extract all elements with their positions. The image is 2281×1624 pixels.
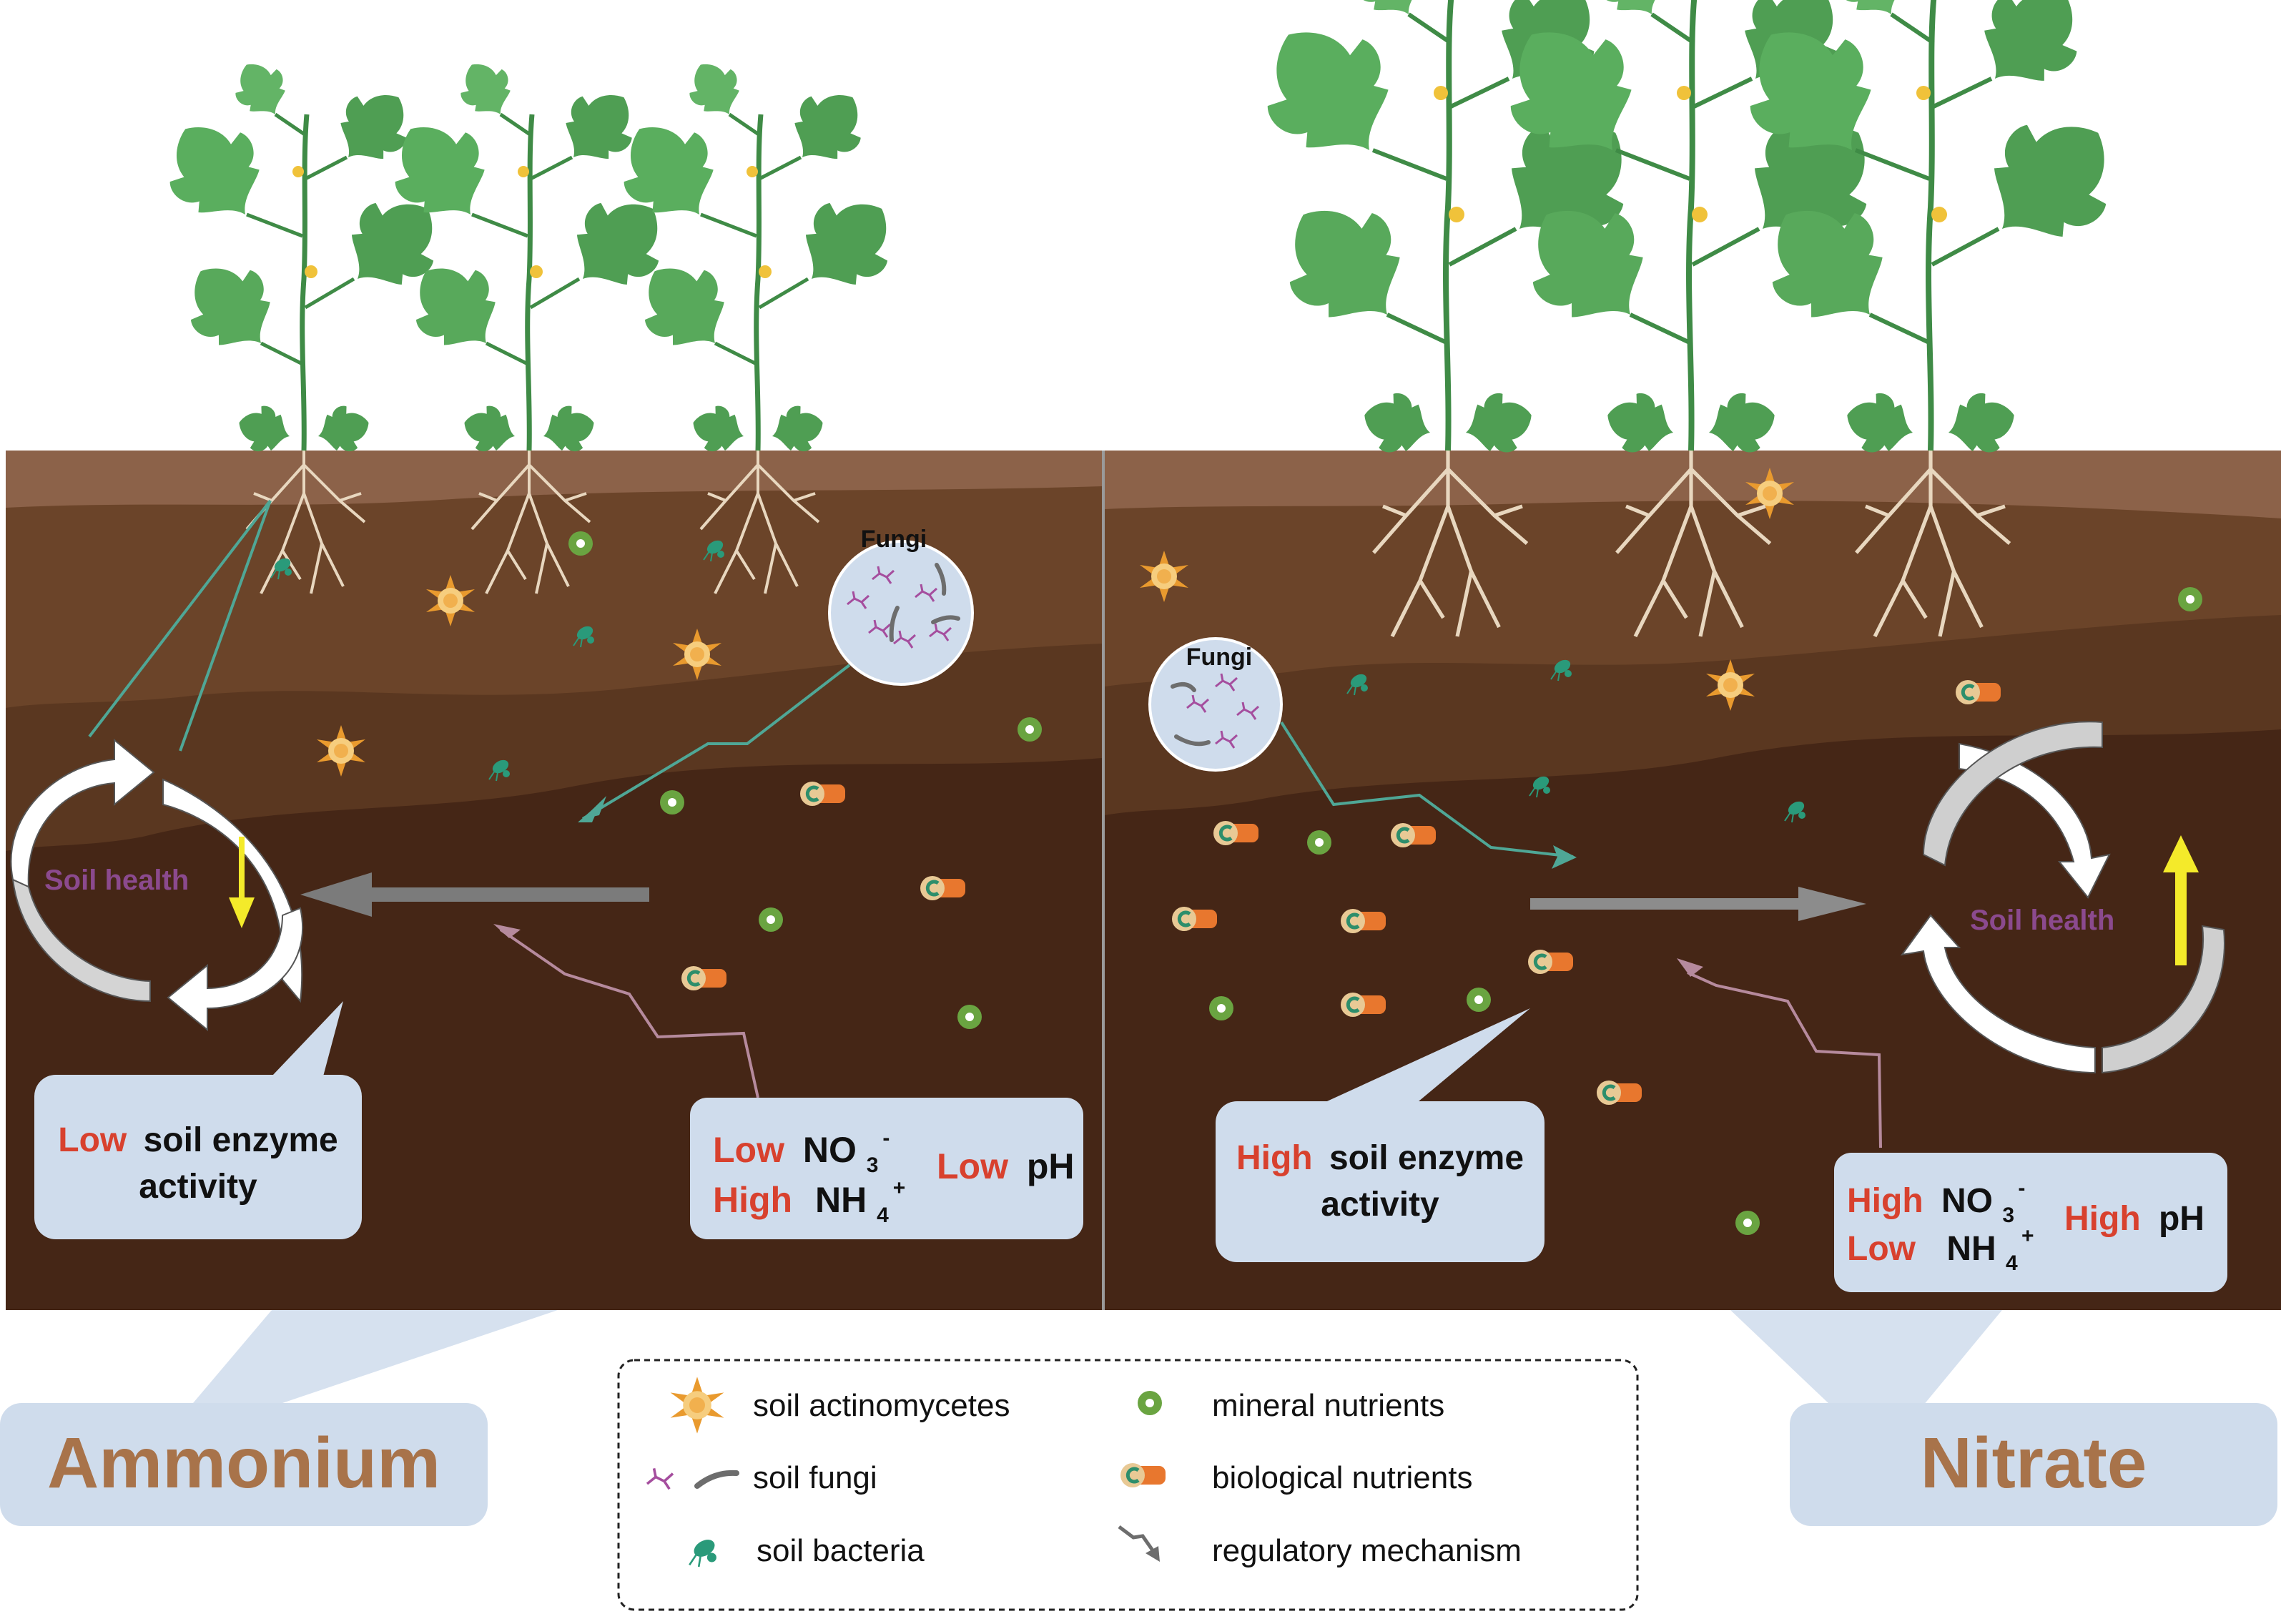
legend-item-bacteria: soil bacteria xyxy=(688,1533,925,1568)
mineral-nutrient-icon xyxy=(1467,988,1491,1012)
left-chemistry-box: Low NO 3 - High NH 4 + Low pH xyxy=(690,1098,1083,1239)
biological-nutrient-icon xyxy=(1341,993,1386,1017)
right-soil-health-cycle: Soil health xyxy=(1900,721,2225,1074)
left-teal-lines xyxy=(88,499,851,822)
left-mauve-line xyxy=(493,924,759,1098)
biological-nutrient-icon xyxy=(1597,1081,1642,1105)
svg-text:biological nutrients: biological nutrients xyxy=(1212,1460,1472,1495)
biological-nutrient-icon xyxy=(920,876,965,900)
mineral-nutrient-icon xyxy=(568,531,593,556)
svg-text:soil bacteria: soil bacteria xyxy=(757,1533,925,1568)
ammonium-label-box: Ammonium xyxy=(0,1310,558,1526)
mineral-nutrient-icon xyxy=(1307,830,1331,855)
left-fungi-bubble: Fungi xyxy=(828,526,974,686)
right-enzyme-text-line2: activity xyxy=(1321,1186,1439,1224)
left-nh4-line: High NH 4 + xyxy=(713,1176,905,1230)
left-enzyme-text-line2: activity xyxy=(139,1168,257,1206)
biological-nutrient-icon xyxy=(1391,823,1436,847)
regulatory-arrow-icon xyxy=(1118,1525,1155,1552)
biological-nutrient-icon xyxy=(1172,907,1217,931)
right-enzyme-text-line1: High soil enzyme xyxy=(1236,1139,1524,1177)
mineral-nutrient-icon xyxy=(1209,996,1233,1020)
right-no3-line: High NO 3 - xyxy=(1847,1176,2025,1230)
left-soil-health-cycle: Soil health xyxy=(10,738,304,1032)
ammonium-label: Ammonium xyxy=(47,1423,440,1503)
right-enzyme-callout: High soil enzyme activity xyxy=(1216,1008,1545,1262)
left-ph-line: Low pH xyxy=(937,1146,1075,1186)
right-mauve-line xyxy=(1677,958,1882,1148)
mineral-nutrient-icon xyxy=(1018,717,1042,742)
biological-nutrient-icon xyxy=(1120,1463,1166,1487)
nitrate-label: Nitrate xyxy=(1921,1423,2147,1503)
left-direction-arrow xyxy=(300,872,649,917)
right-ph-line: High pH xyxy=(2064,1200,2204,1238)
mineral-nutrient-icon xyxy=(2178,587,2202,611)
left-fungi-label: Fungi xyxy=(861,526,927,553)
right-teal-line xyxy=(1280,721,1577,869)
left-no3-line: Low NO 3 - xyxy=(713,1126,890,1180)
svg-text:soil fungi: soil fungi xyxy=(753,1460,877,1495)
left-enzyme-callout: Low soil enzyme activity xyxy=(34,1001,362,1239)
right-direction-arrow xyxy=(1530,887,1866,921)
biological-nutrient-icon xyxy=(1213,821,1258,845)
left-soil-health-label: Soil health xyxy=(44,865,189,896)
right-chemistry-box: High NO 3 - Low NH 4 + High pH xyxy=(1834,1153,2227,1292)
svg-text:soil actinomycetes: soil actinomycetes xyxy=(753,1388,1010,1423)
biological-nutrient-icon xyxy=(800,782,845,806)
biological-nutrient-icon xyxy=(1341,909,1386,933)
right-fungi-bubble: Fungi xyxy=(1148,637,1283,772)
legend-item-biological: biological nutrients xyxy=(1120,1460,1472,1495)
right-nh4-line: Low NH 4 + xyxy=(1847,1224,2034,1278)
svg-text:regulatory mechanism: regulatory mechanism xyxy=(1212,1533,1522,1568)
svg-text:mineral nutrients: mineral nutrients xyxy=(1212,1388,1444,1423)
mineral-nutrient-icon xyxy=(1138,1391,1162,1415)
biological-nutrient-icon xyxy=(1528,950,1573,974)
nitrate-label-box: Nitrate xyxy=(1730,1310,2277,1526)
legend-item-actinomycetes: soil actinomycetes xyxy=(670,1377,1010,1434)
legend: soil actinomycetes soil fungi soil bacte… xyxy=(617,1359,1639,1611)
right-soil-health-label: Soil health xyxy=(1970,905,2114,936)
mineral-nutrient-icon xyxy=(759,907,783,932)
biological-nutrient-icon xyxy=(681,966,726,990)
right-fungi-label: Fungi xyxy=(1186,644,1253,671)
mineral-nutrient-icon xyxy=(1735,1211,1760,1235)
mineral-nutrient-icon xyxy=(660,790,684,815)
legend-item-mineral: mineral nutrients xyxy=(1138,1388,1444,1423)
biological-nutrient-icon xyxy=(1956,680,2001,704)
left-enzyme-text-line1: Low soil enzyme xyxy=(58,1121,338,1159)
legend-item-fungi: soil fungi xyxy=(646,1460,877,1495)
legend-item-regulatory: regulatory mechanism xyxy=(1118,1525,1522,1568)
mineral-nutrient-icon xyxy=(957,1005,982,1029)
